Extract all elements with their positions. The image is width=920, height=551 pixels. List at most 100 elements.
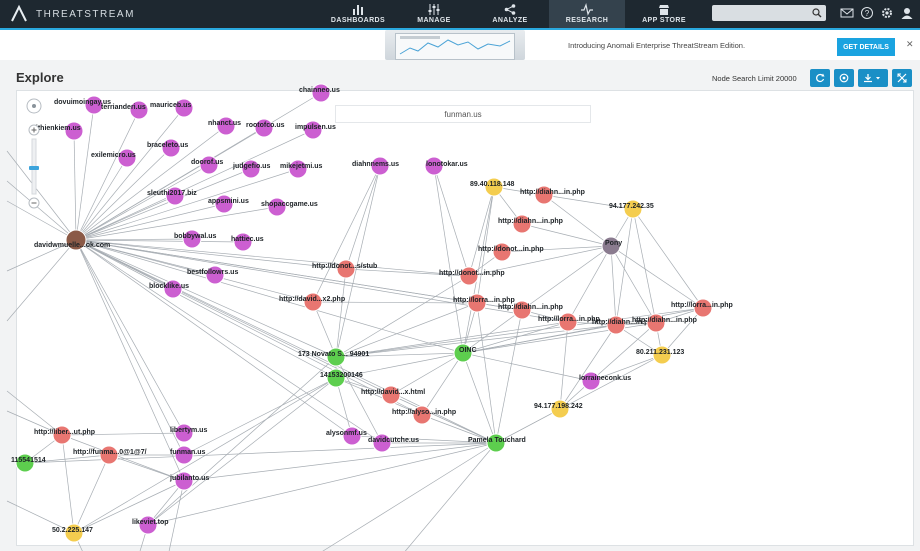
graph-node-circle[interactable] <box>182 229 202 249</box>
graph-node-circle[interactable] <box>326 347 346 367</box>
graph-node-circle[interactable] <box>165 186 185 206</box>
graph-node-ip[interactable]: 89.40.118.148 <box>470 177 514 197</box>
graph-node-circle[interactable] <box>424 156 444 176</box>
graph-node-actor[interactable]: 14153200146 <box>320 368 363 388</box>
graph-node-domain[interactable]: jubilanto.us <box>169 471 209 491</box>
graph-node-circle[interactable] <box>267 197 287 217</box>
graph-node-circle[interactable] <box>174 445 194 465</box>
graph-node-circle[interactable] <box>65 229 87 251</box>
graph-node-domain[interactable]: exilemicro.us <box>91 148 137 168</box>
graph-node-circle[interactable] <box>64 523 84 543</box>
refresh-button[interactable] <box>810 69 830 87</box>
graph-node-circle[interactable] <box>412 405 432 425</box>
graph-node-circle[interactable] <box>581 371 601 391</box>
graph-node-actor[interactable]: OINC <box>453 343 477 363</box>
banner-close-icon[interactable]: ✕ <box>906 39 914 49</box>
download-dropdown-button[interactable] <box>858 69 888 87</box>
graph-node-circle[interactable] <box>606 315 626 335</box>
graph-node-circle[interactable] <box>214 194 234 214</box>
graph-node-circle[interactable] <box>241 159 261 179</box>
graph-node-circle[interactable] <box>174 98 194 118</box>
graph-node-circle[interactable] <box>459 266 479 286</box>
get-details-button[interactable]: GET DETAILS <box>837 38 895 56</box>
graph-node-domain[interactable]: nhanct.us <box>208 116 241 136</box>
graph-node-ip[interactable]: 80.211.231.123 <box>636 345 684 365</box>
graph-node-domain[interactable]: alysonmf.us <box>326 426 367 446</box>
graph-node-circle[interactable] <box>484 177 504 197</box>
graph-node-circle[interactable] <box>512 300 532 320</box>
graph-node-circle[interactable] <box>99 445 119 465</box>
graph-node-circle[interactable] <box>467 293 487 313</box>
graph-node-circle[interactable] <box>216 116 236 136</box>
nav-analyze[interactable]: ANALYZE <box>478 0 542 28</box>
graph-node-domain[interactable]: vithienkiem.us <box>32 121 84 141</box>
nav-research[interactable]: RESEARCH <box>549 0 625 28</box>
graph-node-domain[interactable]: impulsen.us <box>295 120 336 140</box>
graph-node-url[interactable]: http://david...x2.php <box>279 292 345 312</box>
graph-node-domain[interactable]: diahnnems.us <box>352 156 399 176</box>
graph-node-url[interactable]: http://diahn...in.php <box>498 214 563 234</box>
graph-node-domain[interactable]: rootofco.us <box>246 118 285 138</box>
graph-node-actor[interactable]: 173 Novato S... 94901 <box>298 347 369 367</box>
graph-node-circle[interactable] <box>336 259 356 279</box>
graph-node-actor[interactable]: Pamela Touchard <box>468 433 526 453</box>
graph-node-domain[interactable]: appsmini.us <box>208 194 249 214</box>
gear-icon[interactable] <box>880 6 894 20</box>
graph-node-circle[interactable] <box>205 265 225 285</box>
graph-node-domain[interactable]: chainneo.us <box>299 83 340 103</box>
graph-node-domain[interactable]: shopaccgame.us <box>261 197 318 217</box>
graph-node-circle[interactable] <box>370 156 390 176</box>
nav-app-store[interactable]: APP STORE <box>632 0 696 28</box>
graph-node-domain[interactable]: judgefio.us <box>232 159 270 179</box>
graph-node-domain[interactable]: lonotokar.us <box>424 156 468 176</box>
help-icon[interactable]: ? <box>860 6 874 20</box>
search-input[interactable] <box>712 5 826 21</box>
graph-node-domain[interactable]: davidcutche.us <box>368 433 419 453</box>
graph-node-url[interactable]: http://diahn...in.php <box>592 315 657 335</box>
graph-node-domain[interactable]: bobbywal.us <box>174 229 217 249</box>
graph-node-url[interactable]: http://donot...in.php <box>478 242 544 262</box>
node-limit-value[interactable]: 20000 <box>775 74 797 83</box>
graph-node-circle[interactable] <box>342 426 362 446</box>
graph-node-circle[interactable] <box>623 199 643 219</box>
graph-node-circle[interactable] <box>381 385 401 405</box>
graph-node-circle[interactable] <box>311 83 331 103</box>
graph-node-url[interactable]: http://diahn...in.php <box>520 185 585 205</box>
graph-node-domain[interactable]: mauriceb.us <box>150 98 194 118</box>
graph-node-circle[interactable] <box>138 515 158 535</box>
graph-node-url[interactable]: http://donot...in.php <box>439 266 505 286</box>
graph-node-circle[interactable] <box>254 118 274 138</box>
mail-icon[interactable] <box>840 6 854 20</box>
graph-node-circle[interactable] <box>84 95 104 115</box>
graph-node-actor[interactable]: 115541514 <box>11 453 46 473</box>
graph-node-circle[interactable] <box>117 148 137 168</box>
focus-button[interactable] <box>834 69 854 87</box>
graph-node-url[interactable]: http://liber...ut.php <box>34 425 95 445</box>
graph-node-malware[interactable]: Pony <box>601 236 622 256</box>
graph-node-url[interactable]: http://diahn...in.php <box>632 313 697 333</box>
graph-node-domain[interactable]: mikejetmi.us <box>280 159 323 179</box>
graph-node-circle[interactable] <box>512 214 532 234</box>
graph-node-domain[interactable]: likeviet.top <box>132 515 169 535</box>
link-analysis-graph[interactable]: davidwmuelle...ok.comdovuimoingay.usterr… <box>6 83 915 551</box>
graph-node-circle[interactable] <box>288 159 308 179</box>
graph-node-hub[interactable]: davidwmuelle...ok.com <box>34 229 110 251</box>
graph-node-url[interactable]: http://donot...s/stub <box>312 259 377 279</box>
graph-node-circle[interactable] <box>64 121 84 141</box>
graph-node-domain[interactable]: hattiec.us <box>231 232 264 252</box>
graph-node-circle[interactable] <box>326 368 346 388</box>
graph-node-url[interactable]: http://david...x.html <box>361 385 425 405</box>
graph-node-circle[interactable] <box>163 279 183 299</box>
graph-node-circle[interactable] <box>233 232 253 252</box>
graph-node-ip[interactable]: 50.2.225.147 <box>52 523 93 543</box>
graph-node-url[interactable]: http://diahn...in.php <box>498 300 563 320</box>
graph-node-circle[interactable] <box>303 292 323 312</box>
graph-node-circle[interactable] <box>174 471 194 491</box>
graph-node-circle[interactable] <box>486 433 506 453</box>
user-avatar-icon[interactable] <box>900 6 914 20</box>
graph-node-circle[interactable] <box>52 425 72 445</box>
graph-node-circle[interactable] <box>199 155 219 175</box>
graph-node-domain[interactable]: blocklike.us <box>149 279 189 299</box>
graph-node-circle[interactable] <box>646 313 666 333</box>
